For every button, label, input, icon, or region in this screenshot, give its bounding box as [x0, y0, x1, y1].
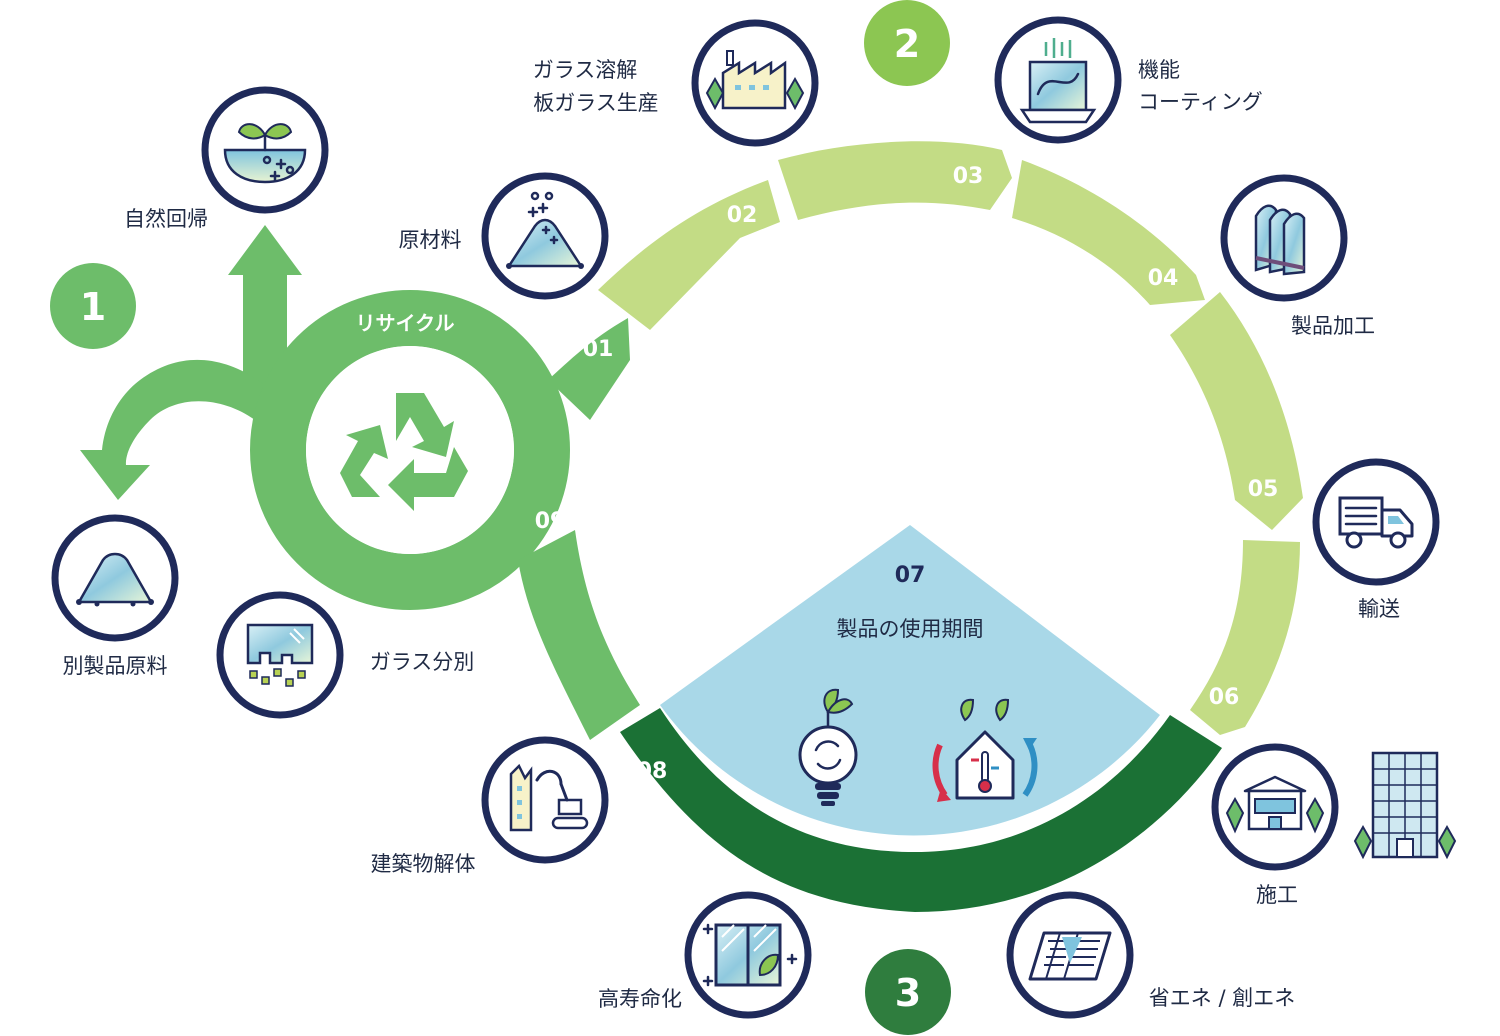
segment-03-arc — [778, 141, 1012, 220]
segment-01-number: 01 — [583, 337, 614, 362]
sprout-soil-icon — [223, 123, 307, 184]
other-raw-material-label: 別製品原料 — [63, 654, 168, 678]
segment-04-number: 04 — [1148, 266, 1179, 291]
segment-03-number: 03 — [953, 164, 984, 189]
segment-05-arc — [1170, 292, 1303, 530]
other-raw-material-node — [51, 514, 179, 642]
office-building-icon — [1353, 751, 1457, 860]
raw-material-node — [481, 172, 609, 300]
svg-text:2: 2 — [894, 22, 920, 66]
recycle-label: リサイクル — [356, 311, 455, 335]
glass-melting-label: ガラス溶解 — [533, 58, 638, 82]
functional-label: 機能 — [1138, 58, 1180, 82]
recycle-icon — [340, 393, 468, 511]
stage-badge-1: 1 — [50, 263, 136, 349]
sheet-glass-production-label: 板ガラス生産 — [533, 91, 659, 115]
truck-icon — [1338, 496, 1414, 549]
thermal-home-icon — [932, 698, 1038, 802]
glass-panes-icon — [1254, 204, 1306, 276]
cullet-pile-icon — [76, 552, 154, 607]
svg-text:1: 1 — [80, 285, 106, 329]
stage-badge-3: 3 — [865, 949, 951, 1035]
glass-cullet-icon — [246, 623, 314, 687]
segment-04-arc — [1012, 160, 1205, 305]
led-bulb-icon — [798, 688, 858, 806]
segment-09-number: 09 — [535, 509, 566, 534]
stage-2-arcs: 02 03 04 05 06 — [598, 141, 1303, 735]
window-leaf-icon — [702, 923, 798, 987]
coating-chamber-icon — [1019, 38, 1097, 124]
segment-08-number: 08 — [637, 759, 668, 784]
glass-sorting-label: ガラス分別 — [370, 650, 475, 674]
svg-text:3: 3 — [895, 971, 921, 1015]
demolition-node — [481, 736, 609, 864]
segment-02-arc — [598, 180, 780, 330]
natural-return-label: 自然回帰 — [124, 207, 208, 231]
usage-period-sector: 07 製品の使用期間 — [660, 525, 1160, 836]
demolition-label: 建築物解体 — [371, 852, 476, 876]
natural-return-node — [201, 86, 329, 214]
demolition-excavator-icon — [509, 763, 589, 832]
segment-08-arc — [620, 708, 1222, 912]
segment-06-number: 06 — [1209, 685, 1240, 710]
segment-05-number: 05 — [1248, 477, 1279, 502]
recycle-loop: リサイクル 01 09 — [80, 225, 640, 740]
transport-label: 輸送 — [1358, 597, 1400, 621]
coating-label: コーティング — [1138, 90, 1263, 114]
segment-06-arc — [1190, 540, 1300, 735]
stage-badge-2: 2 — [864, 0, 950, 86]
glass-sorting-node — [216, 591, 344, 719]
longevity-label: 高寿命化 — [598, 987, 682, 1011]
product-processing-label: 製品加工 — [1291, 314, 1375, 338]
house-with-trees-icon — [1225, 775, 1325, 834]
glass-melting-node — [691, 19, 819, 147]
raw-material-label: 原材料 — [399, 228, 462, 252]
coating-node — [994, 16, 1122, 144]
energy-node — [1006, 891, 1134, 1019]
segment-02-number: 02 — [727, 203, 758, 228]
construction-node — [1211, 743, 1339, 871]
raw-material-pile-icon — [506, 191, 584, 269]
usage-period-title: 製品の使用期間 — [837, 617, 984, 641]
energy-label: 省エネ / 創エネ — [1149, 986, 1295, 1010]
segment-07-number: 07 — [895, 563, 926, 588]
glass-factory-icon — [705, 50, 805, 111]
construction-label: 施工 — [1256, 883, 1298, 907]
longevity-node — [684, 891, 812, 1019]
solar-panel-icon — [1028, 931, 1112, 981]
stage-3-arc: 08 — [620, 708, 1222, 912]
transport-node — [1312, 458, 1440, 586]
product-processing-node — [1220, 174, 1348, 302]
